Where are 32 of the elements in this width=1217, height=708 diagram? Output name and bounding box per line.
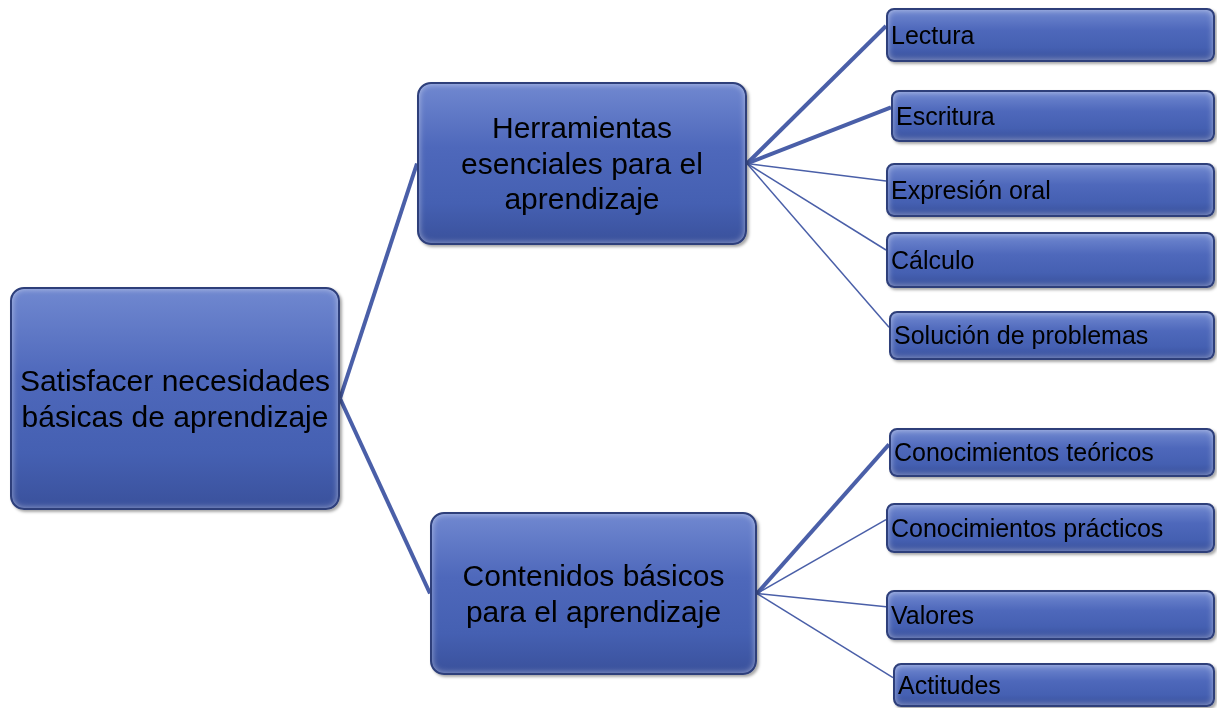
leaf-box xyxy=(886,232,1215,288)
leaf-box xyxy=(889,311,1215,360)
node-text: Lectura xyxy=(891,20,975,50)
connector-line xyxy=(756,592,894,679)
topic-box xyxy=(10,287,340,510)
connector-line xyxy=(755,443,891,595)
node-text: Conocimientos prácticos xyxy=(891,513,1164,543)
node-text: Herramientas esenciales para el aprendizaje xyxy=(460,110,704,217)
leaf-box xyxy=(886,163,1215,217)
node-text: Escritura xyxy=(896,101,995,131)
connector-line xyxy=(746,162,890,329)
leaf-box xyxy=(886,590,1215,640)
node-text: Expresión oral xyxy=(891,175,1051,205)
topic-box xyxy=(417,82,747,245)
leaf-box xyxy=(889,428,1215,477)
connector-line xyxy=(338,162,419,400)
node-text: Conocimientos teóricos xyxy=(894,438,1154,467)
connector-line xyxy=(746,162,887,251)
node-text: Cálculo xyxy=(891,245,975,275)
connector-line xyxy=(338,397,432,595)
connector-line xyxy=(756,592,887,608)
node-text: Actitudes xyxy=(898,670,1001,700)
node-text: Solución de problemas xyxy=(894,321,1149,350)
leaf-box xyxy=(891,90,1215,142)
leaf-box xyxy=(886,8,1215,62)
node-text: Valores xyxy=(891,600,974,630)
node-text: Satisfacer necesidades básicas de aprendizaje xyxy=(18,363,332,434)
leaf-box xyxy=(893,663,1215,707)
connector-line xyxy=(746,162,887,182)
leaf-box xyxy=(886,503,1215,553)
topic-box xyxy=(430,512,757,675)
node-text: Contenidos básicos para el aprendizaje xyxy=(461,558,726,629)
